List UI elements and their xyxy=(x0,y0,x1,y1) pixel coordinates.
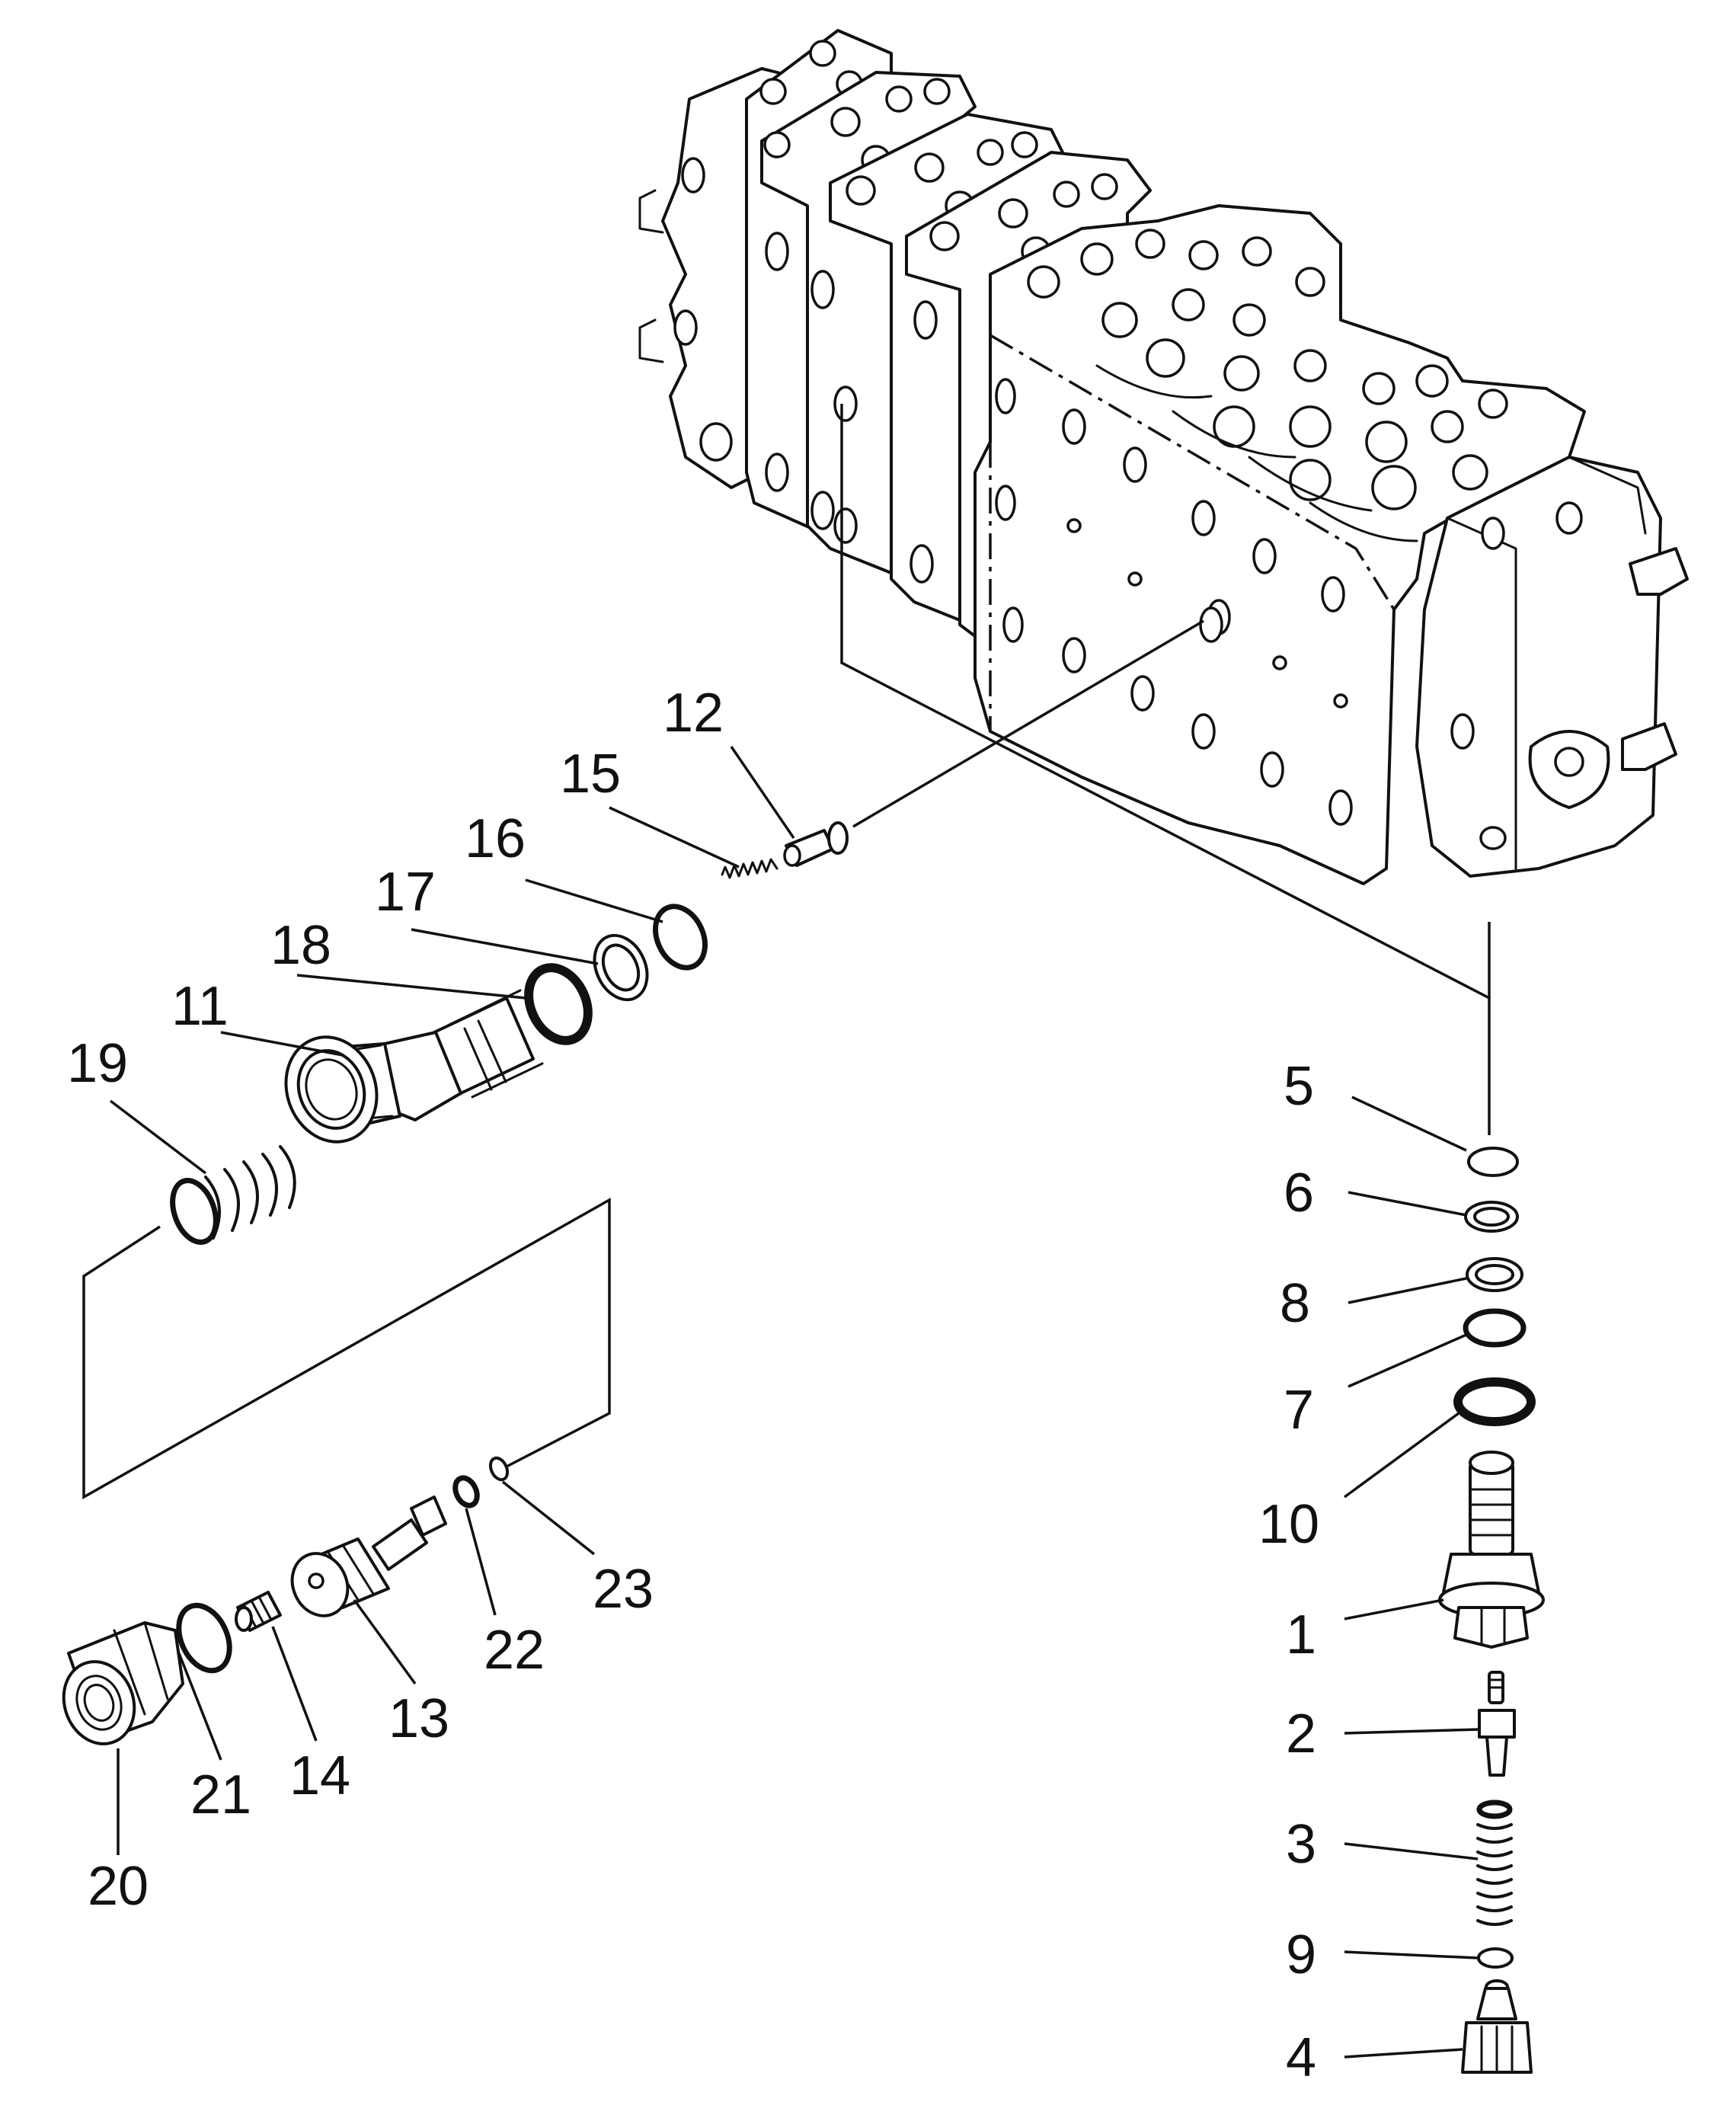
label-16: 16 xyxy=(465,808,526,869)
label-22: 22 xyxy=(484,1620,545,1681)
label-7: 7 xyxy=(1284,1380,1314,1441)
label-1: 1 xyxy=(1286,1604,1316,1665)
part-20-plug xyxy=(62,1621,184,1745)
label-20: 20 xyxy=(88,1856,149,1917)
part-2-poppet xyxy=(1478,1671,1516,1777)
part-16-o-ring xyxy=(653,904,708,971)
label-21: 21 xyxy=(190,1764,251,1825)
part-12-plunger xyxy=(783,821,849,867)
part-11-valve-sleeve xyxy=(284,989,544,1144)
label-14: 14 xyxy=(289,1745,350,1806)
part-10-o-ring xyxy=(1453,1377,1536,1426)
label-9: 9 xyxy=(1286,1924,1316,1985)
label-19: 19 xyxy=(67,1033,128,1094)
part-21-o-ring xyxy=(176,1602,232,1674)
part-9-o-ring xyxy=(1477,1947,1514,1969)
leader-lines xyxy=(109,746,1480,2059)
label-11: 11 xyxy=(171,976,229,1037)
label-4: 4 xyxy=(1286,2027,1316,2088)
label-18: 18 xyxy=(270,915,331,976)
control-valve-body xyxy=(638,29,1689,885)
part-13-piston xyxy=(290,1496,447,1617)
label-17: 17 xyxy=(375,862,436,923)
part-14-spring xyxy=(235,1591,282,1632)
label-8: 8 xyxy=(1280,1273,1310,1334)
part-3-spring xyxy=(1476,1799,1513,1926)
part-19-spring xyxy=(170,1145,296,1245)
part-4-adjust-screw xyxy=(1461,1979,1533,2074)
assembly-lines xyxy=(82,404,1491,1499)
label-15: 15 xyxy=(560,744,621,805)
label-13: 13 xyxy=(388,1688,449,1749)
label-5: 5 xyxy=(1284,1056,1314,1117)
label-2: 2 xyxy=(1286,1704,1316,1764)
label-10: 10 xyxy=(1258,1494,1319,1555)
part-labels: 12 15 16 17 18 11 19 20 21 14 13 22 23 5… xyxy=(67,683,1319,2088)
label-6: 6 xyxy=(1284,1163,1314,1224)
label-23: 23 xyxy=(593,1559,654,1620)
part-7-o-ring xyxy=(1463,1308,1527,1348)
part-1-valve-body xyxy=(1438,1451,1545,1649)
part-8-backup-ring xyxy=(1466,1257,1523,1292)
part-17-backup-ring xyxy=(593,933,649,1002)
label-3: 3 xyxy=(1286,1814,1316,1875)
part-22-o-ring xyxy=(452,1475,480,1508)
part-23-backup-ring xyxy=(488,1456,510,1482)
part-6-backup-ring xyxy=(1464,1201,1519,1233)
part-15-spring xyxy=(721,858,778,879)
part-5-o-ring xyxy=(1467,1147,1519,1177)
part-18-o-ring xyxy=(524,963,593,1045)
label-12: 12 xyxy=(663,683,724,744)
